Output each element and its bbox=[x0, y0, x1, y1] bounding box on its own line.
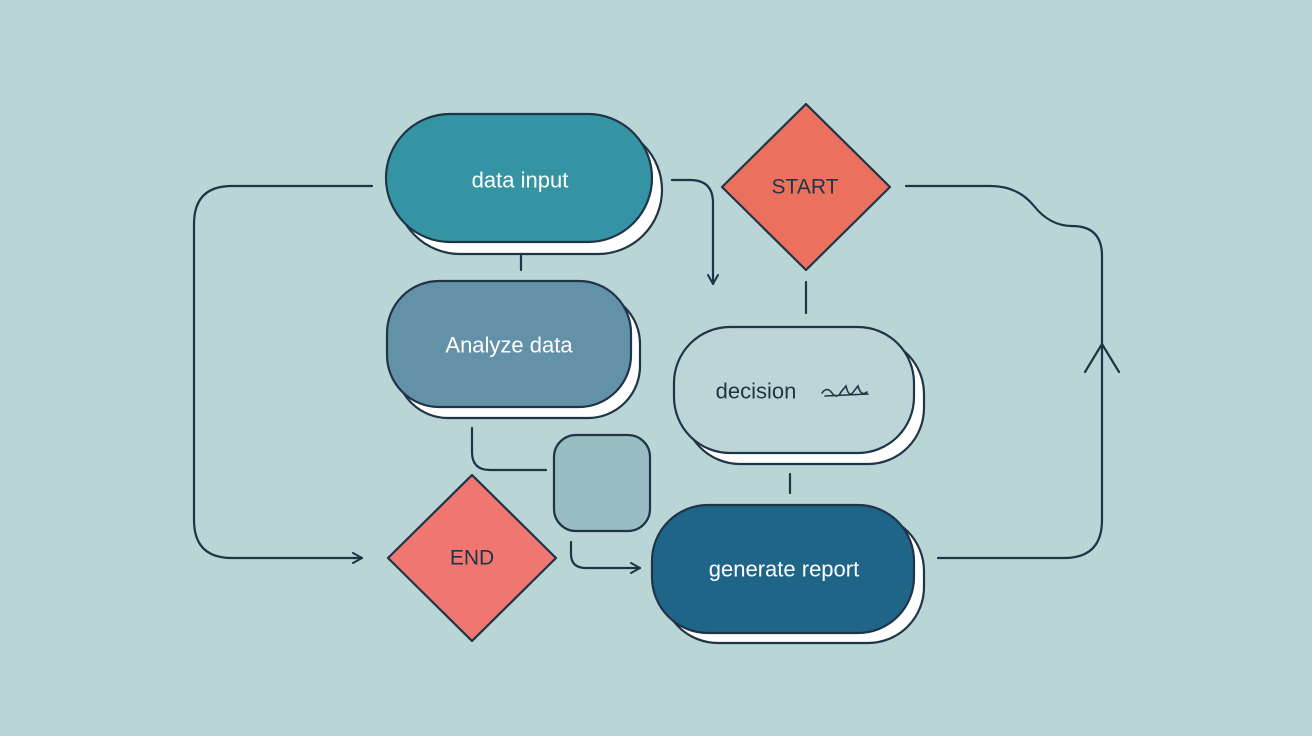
node-analyze-data-label: Analyze data bbox=[445, 333, 573, 358]
node-data-input-body bbox=[384, 112, 654, 244]
node-data-input-label: data input bbox=[472, 168, 569, 193]
edge-data-input-to-decision bbox=[670, 178, 719, 286]
node-generate-report-label: generate report bbox=[709, 557, 859, 582]
node-generate-report-body bbox=[650, 503, 916, 635]
node-end-body bbox=[386, 473, 558, 643]
node-generate-report[interactable]: generate report bbox=[650, 503, 926, 645]
node-small-square[interactable] bbox=[552, 433, 652, 533]
right-loop-arrow-icon bbox=[1083, 342, 1121, 374]
node-decision-label: decision bbox=[716, 379, 797, 404]
edge-square-to-report bbox=[569, 540, 642, 574]
scribble-icon bbox=[821, 384, 869, 398]
node-start-body bbox=[720, 102, 892, 272]
node-decision[interactable]: decision bbox=[672, 325, 926, 466]
node-small-square-body bbox=[552, 433, 652, 533]
node-end-label: END bbox=[450, 547, 494, 570]
node-analyze-data-body bbox=[385, 279, 633, 409]
edge-start-right-loop bbox=[904, 184, 1104, 560]
node-start[interactable]: START bbox=[720, 102, 892, 272]
edges bbox=[192, 178, 1121, 574]
node-decision-body bbox=[672, 325, 916, 455]
node-end[interactable]: END bbox=[386, 473, 558, 643]
edge-data-input-to-end bbox=[192, 184, 374, 564]
node-start-label: START bbox=[772, 176, 839, 199]
node-analyze-data[interactable]: Analyze data bbox=[385, 279, 642, 420]
node-data-input[interactable]: data input bbox=[384, 112, 664, 256]
edge-analyze-to-square bbox=[470, 426, 548, 472]
